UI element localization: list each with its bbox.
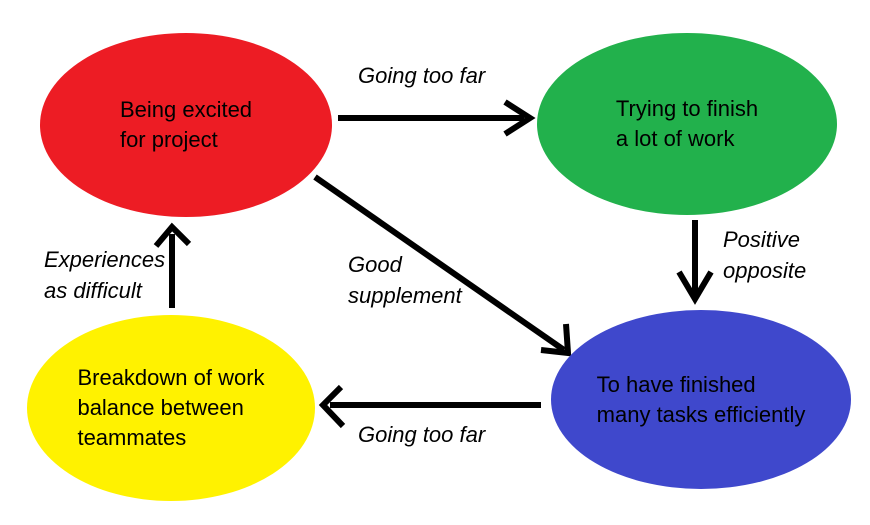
arrow-head-diagonal-icon <box>540 323 572 357</box>
node-being-excited-for-project: Being excited for project <box>40 33 332 217</box>
node-text-line: Trying to finish <box>615 96 759 121</box>
node-text-line: many tasks efficiently <box>596 401 806 427</box>
node-text-line: teammates <box>77 425 187 450</box>
edge-label-line: as difficult <box>44 278 142 303</box>
edge-label-going-too-far-bottom: Going too far <box>358 422 486 447</box>
node-label: Trying to finish a lot of work <box>616 94 758 154</box>
node-finished-many-tasks: To have finished many tasks efficiently <box>551 310 851 489</box>
node-text-line: balance between <box>77 395 244 420</box>
edge-label-line: Good <box>348 252 402 277</box>
arrow-breakdown-to-excited <box>153 222 192 308</box>
node-text-line: a lot of work <box>615 126 735 151</box>
node-text-line: for project <box>119 127 218 152</box>
node-label: Breakdown of work balance between teamma… <box>77 363 264 453</box>
edge-label-line: Experiences <box>44 247 166 272</box>
arrow-head-left-icon <box>318 384 346 429</box>
edge-label-going-too-far-top: Going too far <box>358 63 486 88</box>
arrow-head-right-icon <box>503 99 536 137</box>
edge-label-positive-opposite: Positive opposite <box>723 224 806 286</box>
arrow-head-up-icon <box>153 222 192 248</box>
node-label: Being excited for project <box>120 95 252 155</box>
arrow-shaft <box>313 174 566 353</box>
edge-label-line: opposite <box>723 258 807 283</box>
edge-label-experiences-as-difficult: Experiences as difficult <box>44 244 165 306</box>
arrow-finished-to-breakdown <box>318 384 541 429</box>
node-text-line: Breakdown of work <box>77 365 265 390</box>
edge-label-line: Positive <box>723 227 801 252</box>
node-text-line: Being excited <box>119 97 253 122</box>
node-text-line: To have finished <box>596 371 756 397</box>
arrow-head-down-icon <box>676 270 714 305</box>
node-breakdown-of-work-balance: Breakdown of work balance between teamma… <box>27 315 315 501</box>
arrow-excited-to-trying <box>338 99 536 137</box>
arrow-excited-to-finished <box>313 174 572 357</box>
edge-label-good-supplement: Good supplement <box>348 249 462 311</box>
arrow-trying-to-finished <box>676 220 714 305</box>
edge-label-line: supplement <box>348 283 462 308</box>
node-trying-to-finish-work: Trying to finish a lot of work <box>537 33 837 215</box>
node-label: To have finished many tasks efficiently <box>597 370 806 430</box>
